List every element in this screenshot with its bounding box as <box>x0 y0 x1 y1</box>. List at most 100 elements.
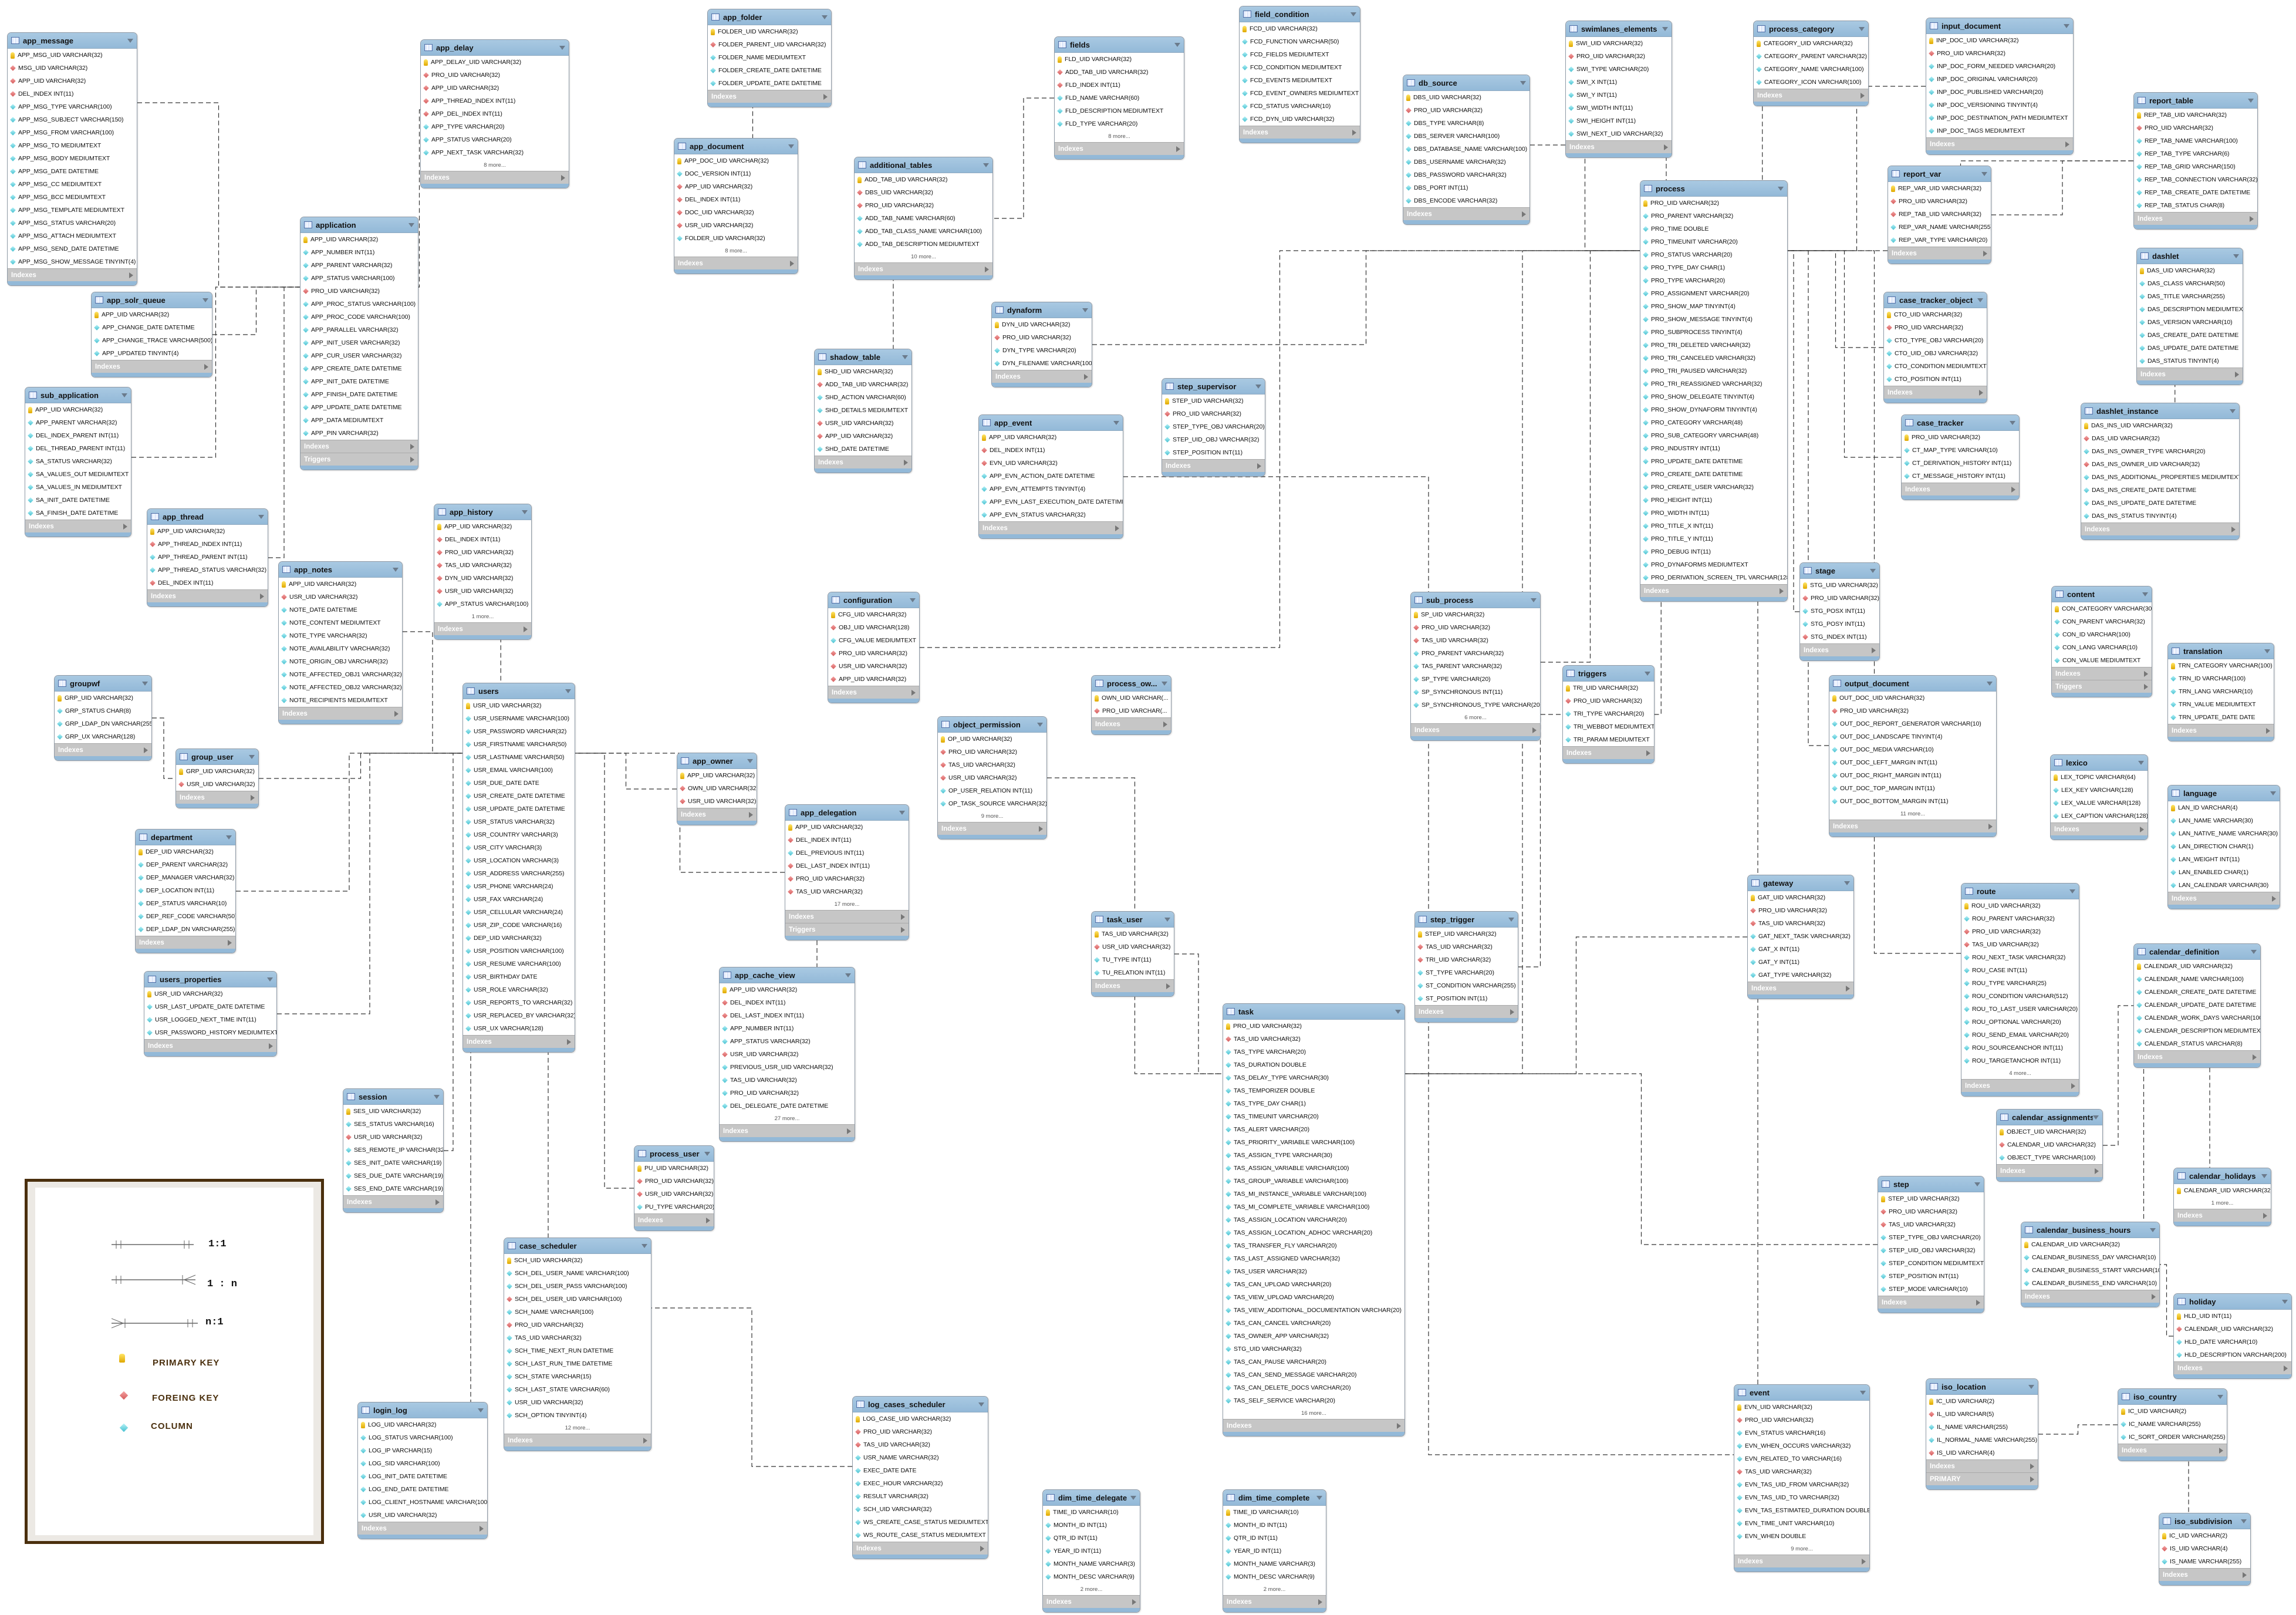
column-row[interactable]: DEP_UID VARCHAR(32) <box>463 932 575 945</box>
indexes-section[interactable]: Indexes <box>1055 142 1184 155</box>
column-row[interactable]: PRO_UID VARCHAR(32) <box>1162 407 1265 420</box>
expand-arrow-icon[interactable] <box>1988 823 1993 830</box>
column-row[interactable]: USR_UID VARCHAR(32) <box>144 987 276 1000</box>
table-header[interactable]: step <box>1878 1176 1984 1192</box>
table-header[interactable]: step_trigger <box>1415 912 1518 928</box>
column-row[interactable]: DEP_UID VARCHAR(32) <box>136 845 235 858</box>
column-row[interactable]: USR_UPDATE_DATE DATETIME <box>463 803 575 815</box>
column-row[interactable]: DEL_INDEX INT(11) <box>674 193 798 206</box>
column-row[interactable]: IS_NAME VARCHAR(255) <box>2159 1555 2250 1568</box>
column-row[interactable]: DAS_TITLE VARCHAR(255) <box>2137 290 2243 303</box>
column-row[interactable]: ROU_CONDITION VARCHAR(512) <box>1961 990 2079 1003</box>
table-header[interactable]: task_user <box>1092 912 1174 928</box>
column-row[interactable]: DAS_CREATE_DATE DATETIME <box>2137 329 2243 342</box>
column-row[interactable]: DAS_INS_UPDATE_DATE DATETIME <box>2081 497 2239 510</box>
indexes-section[interactable]: Indexes <box>1162 459 1265 472</box>
more-columns-link[interactable]: 12 more... <box>565 1424 590 1431</box>
indexes-section[interactable]: Indexes <box>2051 822 2148 835</box>
column-row[interactable]: MONTH_DESC VARCHAR(9) <box>1043 1570 1140 1583</box>
column-row[interactable]: CTO_POSITION INT(11) <box>1884 373 1987 386</box>
indexes-section[interactable]: Indexes <box>1092 717 1171 730</box>
column-row[interactable]: APP_UID VARCHAR(32) <box>720 983 855 996</box>
column-row[interactable]: CTO_CONDITION MEDIUMTEXT <box>1884 360 1987 373</box>
collapse-arrow-icon[interactable] <box>2064 23 2069 28</box>
expand-arrow-icon[interactable] <box>1510 1009 1514 1015</box>
column-row[interactable]: APP_UID VARCHAR(32) <box>147 525 268 538</box>
collapse-arrow-icon[interactable] <box>2251 949 2257 954</box>
column-row[interactable]: NOTE_AFFECTED_OBJ2 VARCHAR(32) <box>279 681 402 694</box>
column-row[interactable]: APP_PIN VARCHAR(32) <box>300 427 418 440</box>
column-row[interactable]: USR_DUE_DATE DATE <box>463 777 575 790</box>
collapse-arrow-icon[interactable] <box>559 45 565 50</box>
column-row[interactable]: APP_UID VARCHAR(32) <box>421 82 569 95</box>
column-row[interactable]: QTR_ID INT(11) <box>1043 1532 1140 1545</box>
table-header[interactable]: iso_country <box>2118 1389 2227 1405</box>
column-row[interactable]: TAS_SELF_SERVICE VARCHAR(20) <box>1223 1394 1404 1407</box>
collapse-arrow-icon[interactable] <box>2142 592 2148 596</box>
column-row[interactable]: CALENDAR_UPDATE_DATE DATETIME <box>2134 999 2260 1012</box>
column-row[interactable]: APP_MSG_FROM VARCHAR(100) <box>8 126 137 139</box>
more-columns-link[interactable]: 1 more... <box>2211 1199 2234 1206</box>
expand-arrow-icon[interactable] <box>524 626 528 632</box>
column-row[interactable]: PREVIOUS_USR_UID VARCHAR(32) <box>720 1061 855 1074</box>
column-row[interactable]: FOLDER_NAME MEDIUMTEXT <box>708 51 831 64</box>
column-row[interactable]: FCD_STATUS VARCHAR(10) <box>1240 100 1360 113</box>
column-row[interactable]: PRO_DYNAFORMS MEDIUMTEXT <box>1640 558 1787 571</box>
column-row[interactable]: DEL_LAST_INDEX INT(11) <box>720 1009 855 1022</box>
column-row[interactable]: TRI_UID VARCHAR(32) <box>1563 682 1654 694</box>
column-row[interactable]: GRP_UID VARCHAR(32) <box>55 692 151 704</box>
column-row[interactable]: TAS_PRIORITY_VARIABLE VARCHAR(100) <box>1223 1136 1404 1149</box>
column-row[interactable]: DEP_STATUS VARCHAR(10) <box>136 897 235 910</box>
column-row[interactable]: LAN_ENABLED CHAR(1) <box>2168 866 2280 879</box>
expand-arrow-icon[interactable] <box>901 926 905 933</box>
expand-arrow-icon[interactable] <box>204 363 208 370</box>
column-row[interactable]: TAS_ASSIGN_LOCATION_ADHOC VARCHAR(20) <box>1223 1226 1404 1239</box>
column-row[interactable]: DAS_UPDATE_DATE DATETIME <box>2137 342 2243 355</box>
collapse-arrow-icon[interactable] <box>1662 26 1668 31</box>
column-row[interactable]: PRO_CREATE_USER VARCHAR(32) <box>1640 481 1787 494</box>
column-row[interactable]: USR_PASSWORD_HISTORY MEDIUMTEXT <box>144 1026 276 1039</box>
column-row[interactable]: IL_NORMAL_NAME VARCHAR(255) <box>1926 1434 2038 1447</box>
column-row[interactable]: PRO_UID VARCHAR(32) <box>634 1175 714 1188</box>
column-row[interactable]: APP_EVN_ATTEMPTS TINYINT(4) <box>979 483 1123 495</box>
column-row[interactable]: SCH_DEL_USER_UID VARCHAR(100) <box>504 1293 651 1306</box>
indexes-section[interactable]: Indexes <box>504 1434 651 1447</box>
expand-arrow-icon[interactable] <box>1780 588 1784 594</box>
column-row[interactable]: SA_STATUS VARCHAR(32) <box>25 455 131 468</box>
column-row[interactable]: SCH_LAST_STATE VARCHAR(60) <box>504 1383 651 1396</box>
collapse-arrow-icon[interactable] <box>1645 671 1650 676</box>
column-row[interactable]: FLD_UID VARCHAR(32) <box>1055 53 1184 66</box>
column-row[interactable]: APP_UID VARCHAR(32) <box>674 180 798 193</box>
collapse-arrow-icon[interactable] <box>2217 1394 2223 1399</box>
more-columns-link[interactable]: 6 more... <box>1464 714 1487 721</box>
expand-arrow-icon[interactable] <box>1132 1599 1136 1605</box>
column-row[interactable]: APP_CREATE_DATE DATETIME <box>300 362 418 375</box>
table-header[interactable]: groupwf <box>55 676 151 692</box>
more-columns-link[interactable]: 9 more... <box>1791 1545 1813 1552</box>
indexes-section[interactable]: Indexes <box>2134 212 2257 225</box>
table-header[interactable]: app_event <box>979 415 1123 431</box>
expand-arrow-icon[interactable] <box>2250 215 2254 222</box>
column-row[interactable]: STEP_TYPE_OBJ VARCHAR(20) <box>1162 420 1265 433</box>
column-row[interactable]: TAS_CAN_DELETE_DOCS VARCHAR(20) <box>1223 1381 1404 1394</box>
column-row[interactable]: CON_VALUE MEDIUMTEXT <box>2052 654 2152 667</box>
collapse-arrow-icon[interactable] <box>408 222 414 227</box>
table-header[interactable]: app_thread <box>147 509 268 525</box>
column-row[interactable]: ROU_SEND_EMAIL VARCHAR(20) <box>1961 1029 2079 1041</box>
column-row[interactable]: APP_UID VARCHAR(32) <box>677 769 757 782</box>
expand-arrow-icon[interactable] <box>129 272 133 278</box>
column-row[interactable]: DAS_INS_ADDITIONAL_PROPERTIES MEDIUMTEXT <box>2081 471 2239 484</box>
expand-arrow-icon[interactable] <box>1646 750 1650 756</box>
column-row[interactable]: STEP_UID VARCHAR(32) <box>1162 395 1265 407</box>
column-row[interactable]: APP_NEXT_TASK VARCHAR(32) <box>421 146 569 159</box>
more-columns-link[interactable]: 9 more... <box>981 812 1004 820</box>
indexes-section[interactable]: Indexes <box>1800 643 1879 656</box>
column-row[interactable]: OP_USER_RELATION INT(11) <box>938 784 1046 797</box>
column-row[interactable]: DAS_VERSION VARCHAR(10) <box>2137 316 2243 329</box>
